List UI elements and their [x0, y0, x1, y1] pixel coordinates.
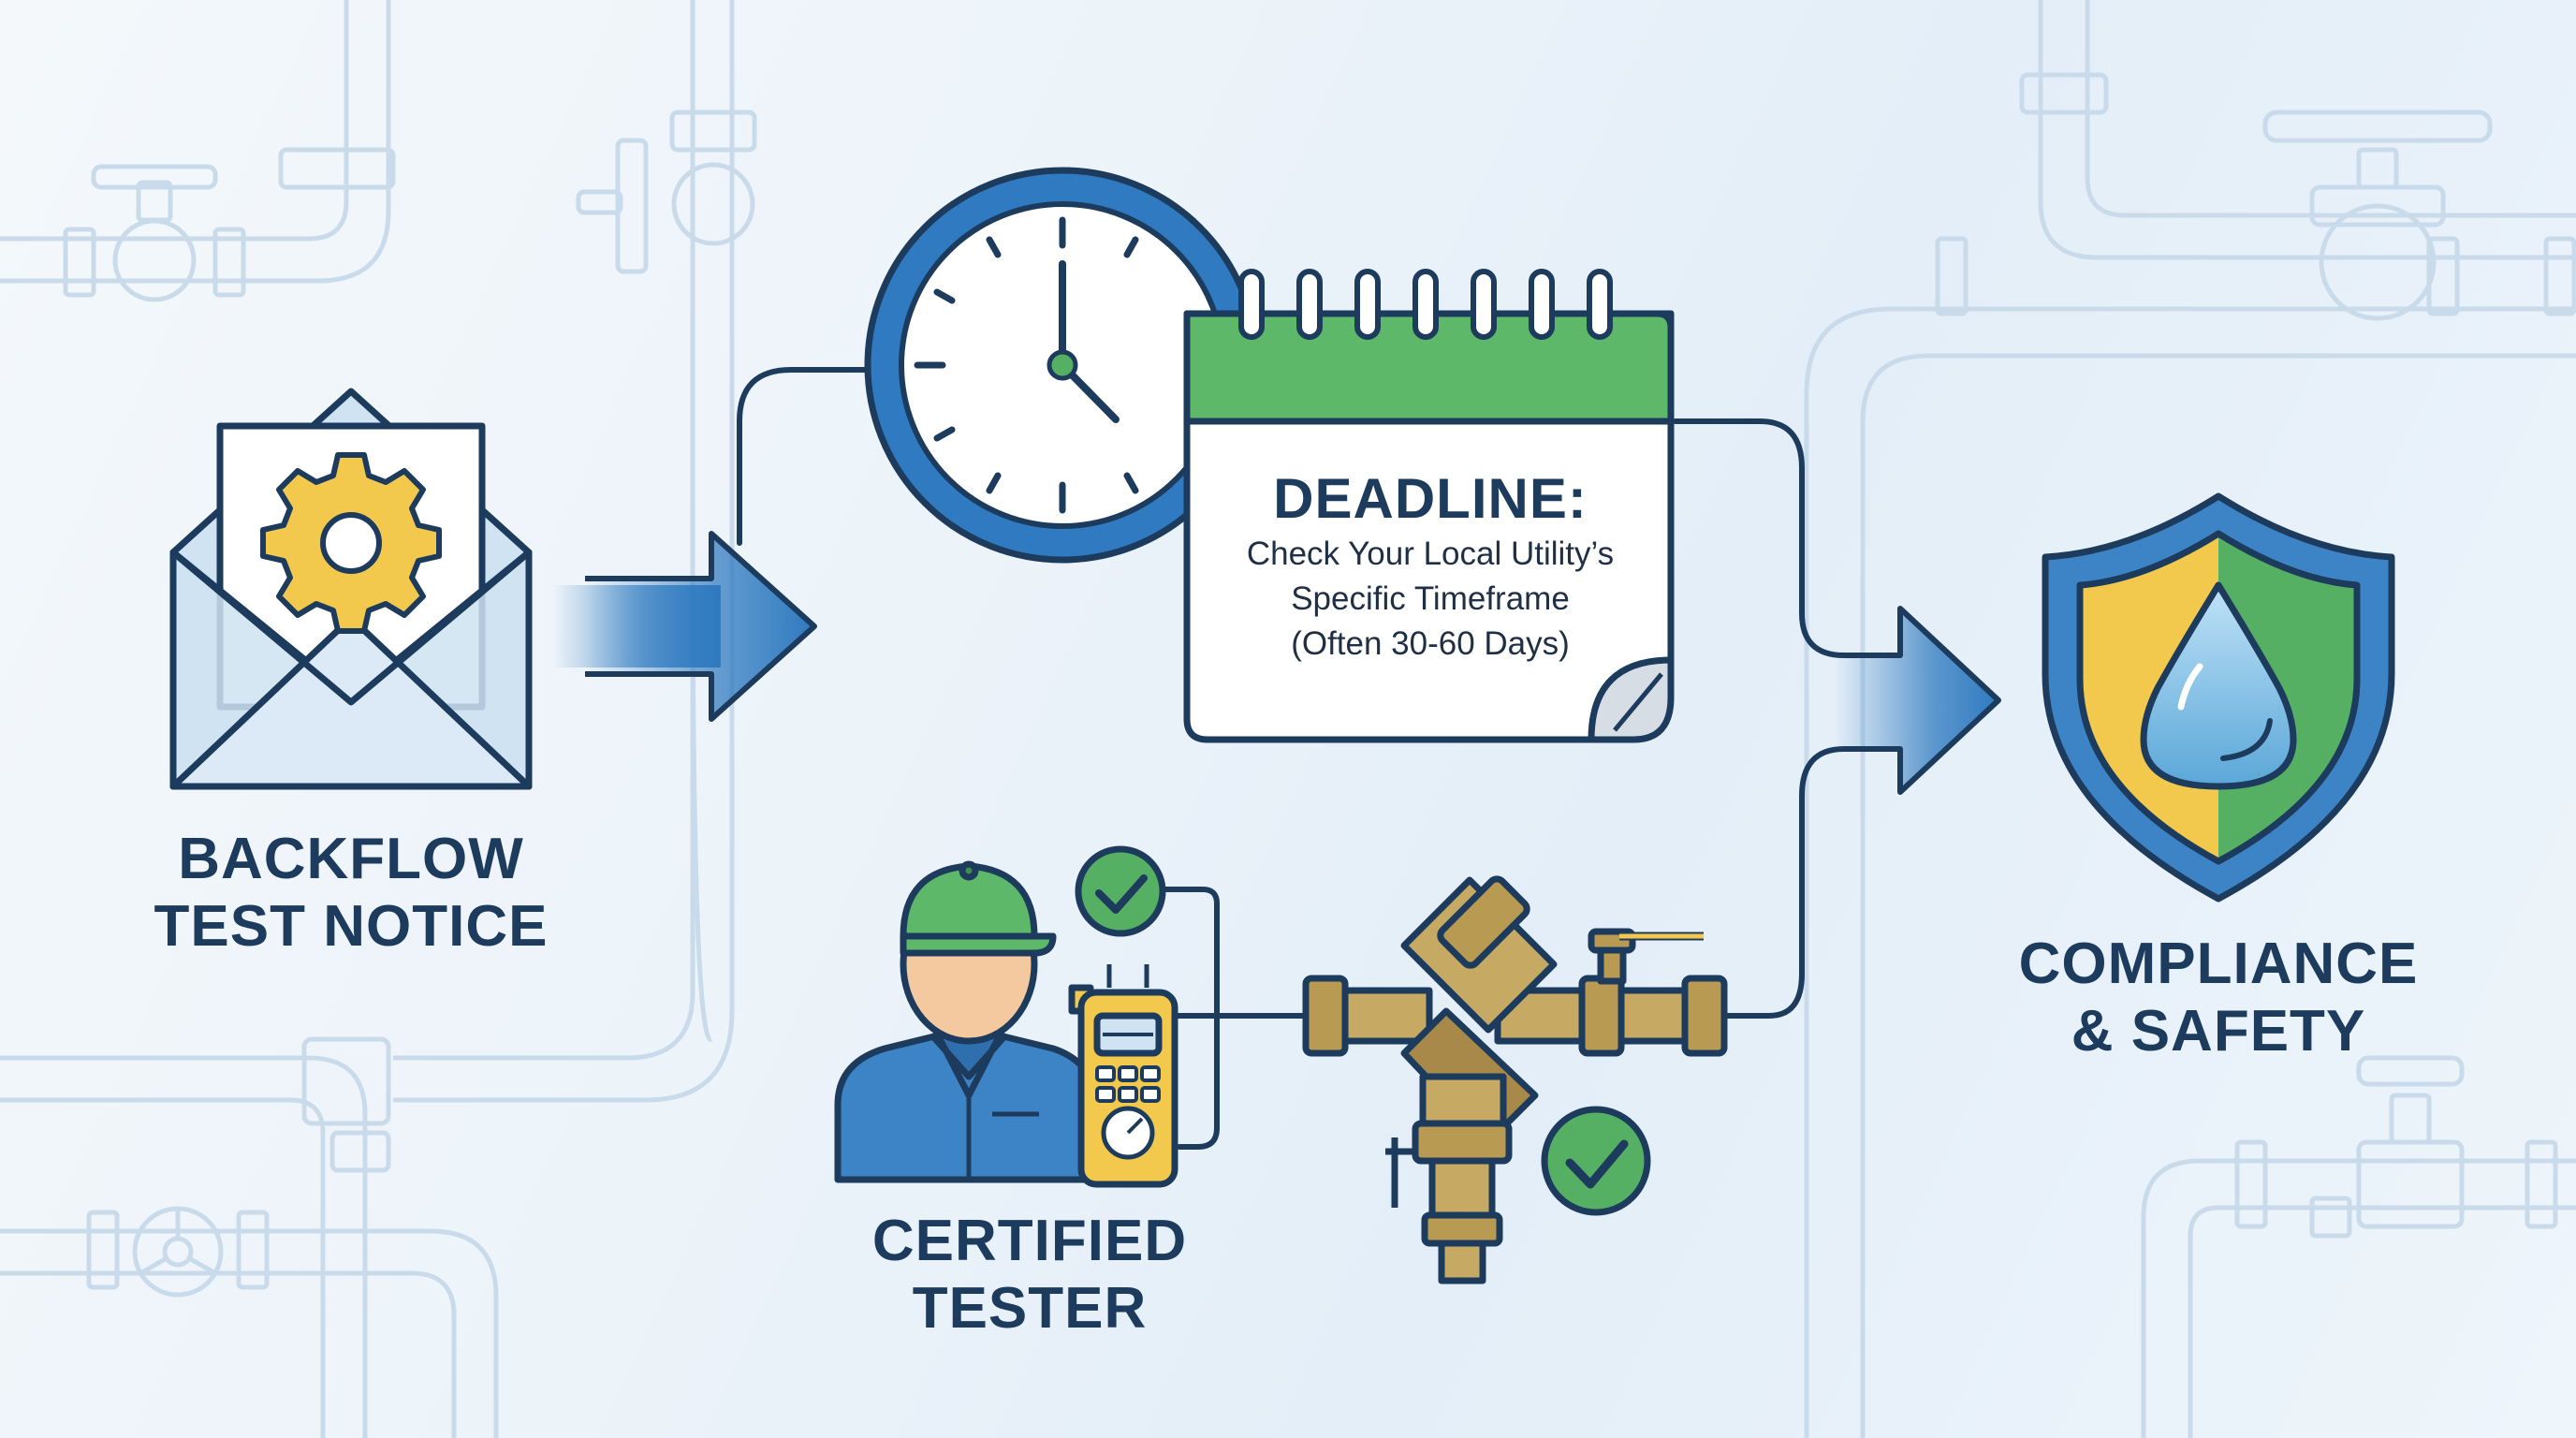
label-compliance-safety: COMPLIANCE & SAFETY [1975, 931, 2462, 1065]
deadline-text: DEADLINE: Check Your Local Utility’s Spe… [1187, 449, 1674, 693]
label-line: CERTIFIED [871, 1209, 1188, 1273]
backflow-valve-icon [1302, 875, 1728, 1284]
label-backflow-test-notice: BACKFLOW TEST NOTICE [108, 826, 594, 961]
calendar-icon [1183, 269, 1675, 743]
arrow-icon [552, 531, 817, 722]
label-line: TEST NOTICE [154, 894, 549, 959]
technician-icon [834, 860, 1099, 1183]
water-drop-icon [2140, 581, 2297, 790]
gear-icon [260, 452, 442, 634]
deadline-line: (Often 30-60 Days) [1291, 625, 1570, 662]
label-line: COMPLIANCE [2018, 932, 2419, 996]
check-icon [1075, 845, 1166, 937]
clock-icon [864, 167, 1261, 564]
label-line: & SAFETY [2071, 999, 2366, 1064]
connector-lines [737, 367, 1884, 1150]
check-icon [1541, 1106, 1651, 1216]
deadline-line: Check Your Local Utility’s [1246, 536, 1615, 572]
deadline-title: DEADLINE: [1273, 467, 1588, 530]
label-line: TESTER [912, 1276, 1148, 1341]
deadline-line: Specific Timeframe [1291, 580, 1570, 617]
test-gauge-icon [1068, 964, 1178, 1188]
label-certified-tester: CERTIFIED TESTER [786, 1208, 1273, 1343]
label-line: BACKFLOW [178, 827, 524, 891]
arrow-icon [1835, 606, 2001, 795]
